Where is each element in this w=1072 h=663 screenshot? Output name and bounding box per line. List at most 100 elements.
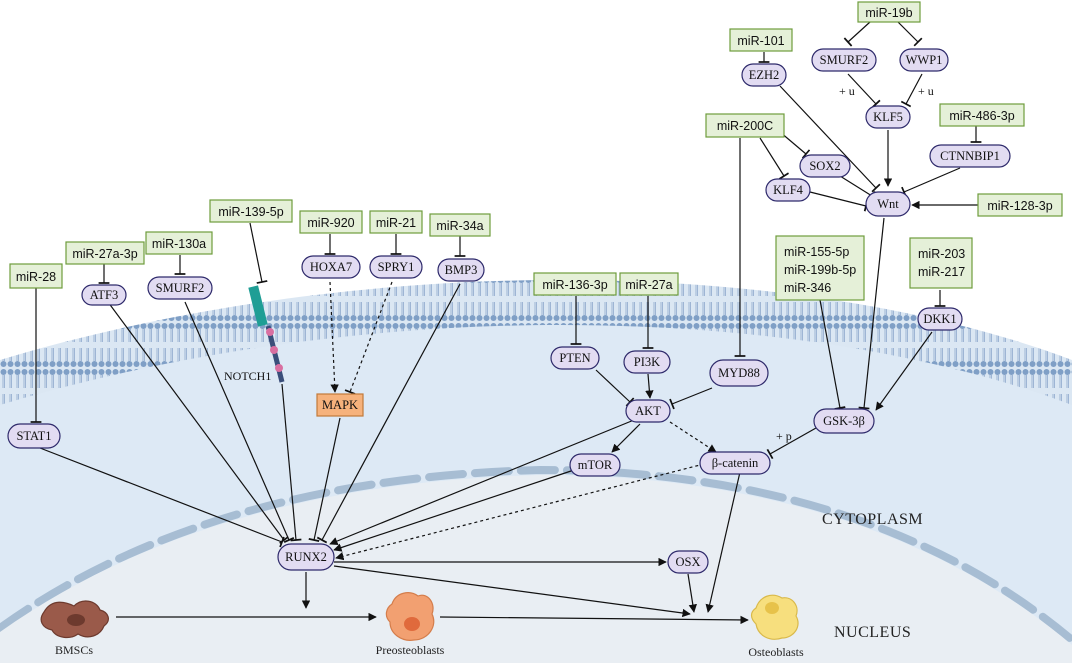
node-bmp3[interactable]: BMP3 [437,258,485,282]
mirna-box-mir21[interactable]: miR-21 [369,210,423,234]
node-label-pten: PTEN [559,351,590,365]
mirna-label-mir4863p: miR-486-3p [949,109,1014,123]
edge-mapk-runx2 [308,417,341,542]
node-gsk3b[interactable]: GSK-3β [813,408,875,434]
node-beta-catenin[interactable]: β-catenin [699,451,771,475]
edge-ezh2-wnt [779,85,881,193]
mirna-box-mir34a[interactable]: miR-34a [429,213,491,237]
edge-smurf2-klf5 [847,73,881,109]
node-label-smurf2-left: SMURF2 [156,281,205,295]
mirna-box-group-a[interactable]: miR-155-5p miR-199b-5p miR-346 [775,235,865,301]
node-label-hoxa7: HOXA7 [310,260,352,274]
mirna-label-mir19b: miR-19b [865,6,912,20]
node-runx2[interactable]: RUNX2 [277,543,335,571]
mirna-box-mir27a[interactable]: miR-27a [619,272,679,296]
gene-nodes: ATF3 SMURF2 HOXA7 SPRY1 BMP3 STAT1 MAPK [7,48,1011,574]
edge-dkk1-gsk3b [875,331,933,411]
edge-mir19b-wwp1 [897,21,923,47]
mirna-label-group-a-3: miR-346 [784,281,831,295]
osteoblast-cell [750,594,799,640]
edge-spry1-mapk [344,281,393,395]
mirna-box-mir130a[interactable]: miR-130a [145,231,213,255]
mirna-label-mir200c: miR-200C [717,119,773,133]
mirna-label-group-b-2: miR-217 [918,265,965,279]
edge-mir200c-klf4 [759,137,790,180]
edge-atf3-runx2 [107,301,289,544]
edge-sox2-wnt [839,175,876,202]
node-label-ezh2: EZH2 [749,68,780,82]
node-label-akt: AKT [635,404,661,418]
edge-klf4-wnt [809,191,869,212]
node-label-ctnnbip1: CTNNBIP1 [940,149,1000,163]
mirna-label-mir27a3p: miR-27a-3p [72,247,137,261]
osteoblasts-label: Osteoblasts [748,645,804,659]
node-smurf2-left[interactable]: SMURF2 [147,276,213,300]
mirna-label-group-a-1: miR-155-5p [784,245,849,259]
node-label-beta-catenin: β-catenin [712,456,759,470]
edge-pi3k-akt [645,373,654,399]
node-label-smurf2-right: SMURF2 [820,53,869,67]
mirna-box-mir200c[interactable]: miR-200C [705,113,785,138]
node-stat1[interactable]: STAT1 [7,423,61,449]
node-wnt[interactable]: Wnt [865,191,911,217]
edge-ctnnbip1-wnt [901,167,961,198]
edge-stat1-runx2 [39,447,285,548]
nucleus-label: NUCLEUS [834,624,911,641]
node-smurf2-right[interactable]: SMURF2 [811,48,877,72]
mirna-box-mir19b[interactable]: miR-19b [857,1,921,23]
notch1-receptor [248,285,285,383]
mirna-label-mir27a: miR-27a [625,278,672,292]
node-osx[interactable]: OSX [667,550,709,574]
node-akt[interactable]: AKT [625,399,671,423]
node-label-osx: OSX [675,555,700,569]
mirna-label-mir1363p: miR-136-3p [542,278,607,292]
node-label-atf3: ATF3 [90,288,118,302]
node-label-stat1: STAT1 [16,429,51,443]
mirna-box-mir4863p[interactable]: miR-486-3p [939,103,1025,127]
edge-bmp3-runx2 [316,283,461,544]
node-label-mapk: MAPK [322,398,358,412]
node-ctnnbip1[interactable]: CTNNBIP1 [929,144,1011,168]
edge-wnt-gsk3b [858,217,885,410]
node-pi3k[interactable]: PI3K [623,350,671,374]
node-sox2[interactable]: SOX2 [799,154,851,178]
mirna-box-mir27a3p[interactable]: miR-27a-3p [65,241,145,265]
mirna-box-mir1395p[interactable]: miR-139-5p [209,199,293,223]
mirna-label-group-a-2: miR-199b-5p [784,263,856,277]
edge-hoxa7-mapk [329,281,339,393]
node-label-pi3k: PI3K [634,355,660,369]
mirna-label-group-b-1: miR-203 [918,247,965,261]
mirna-label-mir28: miR-28 [16,270,56,284]
node-wwp1[interactable]: WWP1 [899,48,949,72]
mirna-box-mir1283p[interactable]: miR-128-3p [977,193,1063,217]
node-mtor[interactable]: mTOR [569,453,621,477]
edge-groupa-gsk3b [819,299,846,410]
mirna-box-group-b[interactable]: miR-203 miR-217 [909,237,973,289]
edge-pten-akt [595,369,635,407]
node-label-dkk1: DKK1 [923,312,956,326]
edge-preosteoblasts-osteoblasts [439,615,749,625]
node-atf3[interactable]: ATF3 [81,284,127,306]
node-pten[interactable]: PTEN [550,346,600,370]
node-mapk[interactable]: MAPK [316,393,364,417]
node-klf5[interactable]: KLF5 [865,105,911,129]
node-myd88[interactable]: MYD88 [709,359,769,387]
node-label-mtor: mTOR [578,458,613,472]
preosteoblasts-label: Preosteoblasts [376,643,445,657]
edge-myd88-akt [669,387,713,410]
edge-gsk3b-betacatenin [766,427,817,460]
mirna-box-mir28[interactable]: miR-28 [9,263,63,289]
node-ezh2[interactable]: EZH2 [741,63,787,87]
node-hoxa7[interactable]: HOXA7 [301,255,361,279]
node-klf4[interactable]: KLF4 [765,178,811,202]
mirna-label-mir21: miR-21 [376,216,416,230]
node-spry1[interactable]: SPRY1 [369,255,423,279]
mirna-box-mir1363p[interactable]: miR-136-3p [533,272,617,296]
node-dkk1[interactable]: DKK1 [917,307,963,331]
nuclear-envelope [0,465,1072,644]
mirna-box-mir101[interactable]: miR-101 [729,28,793,52]
mirna-box-mir920[interactable]: miR-920 [299,210,363,234]
edge-smurf2-runx2 [184,301,295,543]
mirna-label-mir101: miR-101 [737,34,784,48]
node-label-gsk3b: GSK-3β [823,414,865,428]
